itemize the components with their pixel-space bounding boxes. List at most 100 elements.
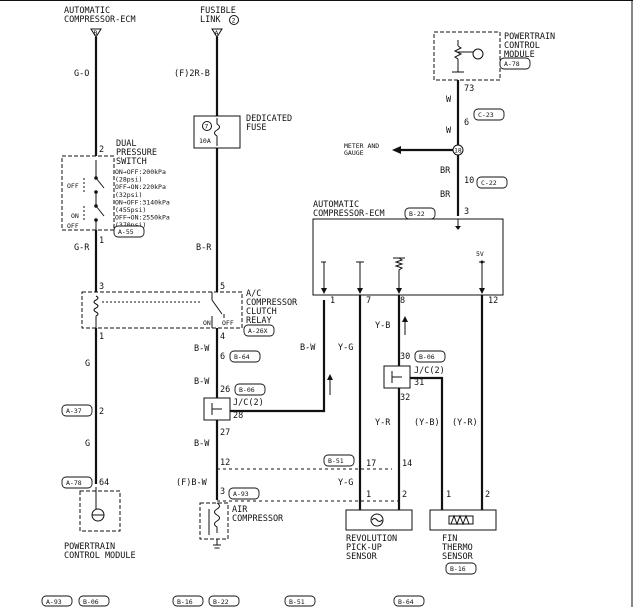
wire-br-label-2: BR [440, 190, 451, 200]
automatic-compressor-ecm [312, 218, 504, 296]
ecm-pin-1-marker [321, 288, 327, 294]
fuse-element [214, 118, 220, 146]
pin-label: 2 [402, 490, 407, 500]
finLbl-line: THERMO [442, 543, 473, 553]
switchSpec-line: OFF→ON:220kPa [115, 183, 166, 191]
pcm-top-box [433, 31, 501, 81]
relay-on-label: ON [203, 319, 211, 327]
revLbl-line: REVOLUTION [346, 534, 397, 544]
airCompLbl-line: COMPRESSOR [232, 514, 284, 524]
wire-g-o-label: G-O [74, 69, 89, 79]
wire-b-w-label-2: B-W [194, 377, 210, 387]
meterLbl-line: METER AND [344, 142, 379, 150]
ecm-pin-8-marker [396, 288, 402, 294]
fin-sensor-zigzag [450, 514, 470, 526]
switchSpec-line: ON→OFF:3140kPa [115, 198, 170, 206]
air-compressor-box [199, 502, 229, 540]
footer-connector-tag [393, 595, 425, 607]
footer-connector-tag [41, 595, 73, 607]
pin-label: 12 [220, 458, 230, 468]
pin-label: 64 [99, 478, 109, 488]
ecmTopT-line: COMPRESSOR-ECM [64, 15, 136, 25]
pin-label: 8 [400, 296, 405, 306]
pcm-bottom-symbol [91, 487, 105, 522]
dualSwitchLbl-line: PRESSURE [116, 148, 157, 158]
pin-label: 6 [220, 352, 225, 362]
pin-label: 31 [414, 378, 424, 388]
conn-tag-a55 [113, 225, 145, 238]
conn-tag-a78-top [499, 57, 531, 70]
wire-w-label: W [446, 95, 452, 105]
conn-tag-a26x [243, 324, 275, 337]
conn-tag-a93 [228, 487, 260, 500]
pcmTopLbl-line: POWERTRAIN [504, 32, 555, 42]
footer-connector-tag [284, 595, 316, 607]
pin-label: 28 [233, 411, 243, 421]
footer-connector-tag [208, 595, 240, 607]
conn-tag-b16 [445, 562, 477, 575]
footer-connector-tag [172, 595, 204, 607]
wire-b-r-label: B-R [196, 243, 212, 253]
pin-label: 7 [366, 296, 371, 306]
ecm-5v-label: 5V [476, 250, 484, 258]
meterLbl-line: GAUGE [344, 149, 364, 157]
ecm-pin-7-marker [357, 288, 363, 294]
switch-off2-label: OFF [67, 222, 79, 230]
pin-label: 12 [488, 296, 498, 306]
ac-compressor-clutch-relay [81, 291, 243, 329]
fuse-number: 7 [205, 123, 209, 131]
ecm-top-terminal-label: B [94, 29, 98, 37]
wire-y-g-label: Y-G [338, 343, 353, 353]
conn-tag-c22 [476, 176, 508, 189]
switchSpec-line: (28psi) [115, 176, 142, 184]
fuse-amp: 10A [199, 137, 211, 145]
conn-tag-b51 [323, 454, 355, 467]
switchSpec-line: OFF→ON:2550kPa [115, 214, 170, 222]
fuseLbl-line: DEDICATED [246, 114, 292, 124]
jc-right-symbol [391, 371, 402, 383]
wire-y-r-label: Y-R [375, 418, 391, 428]
fusibleLbl-line: FUSIBLE [200, 6, 236, 16]
switch-off-label: OFF [67, 182, 79, 190]
ecmTopT-line: AUTOMATIC [64, 6, 110, 16]
footer-connector-label: B-16 [177, 598, 193, 606]
wire-b-w-ecm-label: B-W [300, 343, 316, 353]
relay-contact [211, 292, 225, 328]
conn-tag-b64 [229, 350, 261, 363]
pin-label: 1 [99, 236, 104, 246]
pin-label: 3 [464, 207, 469, 217]
dual-pressure-switch [61, 155, 115, 231]
pin-label: 73 [464, 84, 474, 94]
footer-connector-label: A-93 [46, 598, 62, 606]
conn-b06-left-label: B-06 [239, 386, 255, 394]
ecm-top-terminal [90, 28, 102, 38]
pin-label: 3 [99, 282, 104, 292]
revolution-pickup-sensor [345, 509, 413, 531]
conn-b64-label: B-64 [234, 353, 250, 361]
ecm-internals [321, 219, 485, 288]
pin-label: 1 [366, 490, 371, 500]
revLbl-line: PICK-UP [346, 543, 382, 553]
conn-a78-top-label: A-78 [504, 60, 520, 68]
conn-a93-label: A-93 [233, 490, 249, 498]
fuseLbl-line: FUSE [246, 123, 266, 133]
switchSpec-line: (455psi) [115, 206, 146, 214]
conn-b51-label: B-51 [328, 457, 344, 465]
wire-y-b-paren-label: (Y-B) [414, 418, 440, 428]
relayLbl-line: CLUTCH [246, 307, 277, 317]
pcm-top-symbol [452, 40, 484, 73]
signal-arrow-2-head [402, 316, 408, 322]
footer-connector-label: B-51 [289, 598, 305, 606]
relay-coil [93, 295, 200, 328]
switchSpec-line: (370psi) [115, 221, 146, 229]
conn-b22-label: B-22 [409, 210, 425, 218]
conn-tag-a78 [61, 476, 93, 489]
